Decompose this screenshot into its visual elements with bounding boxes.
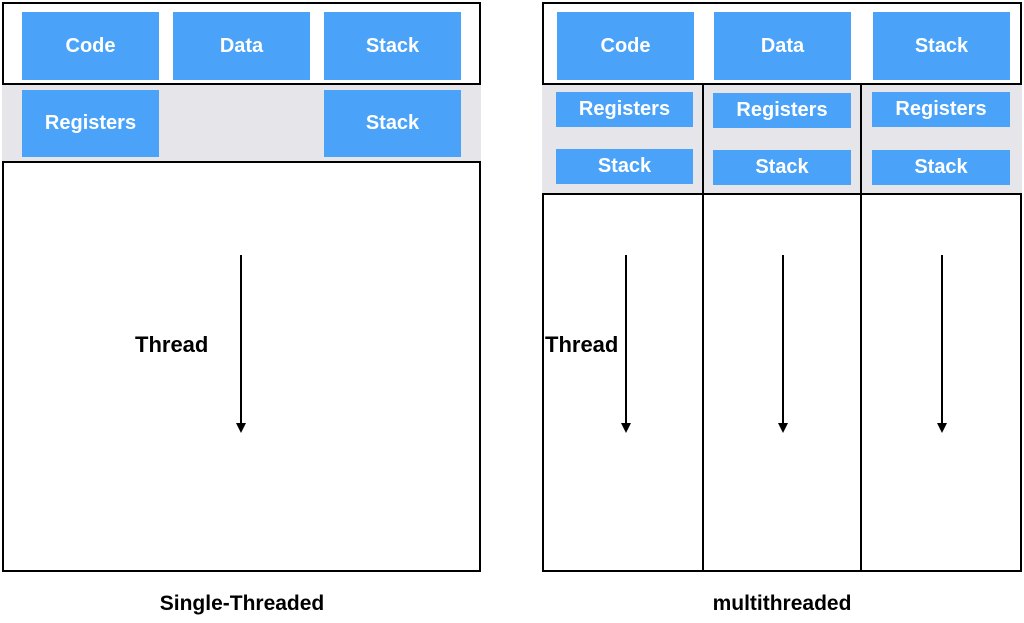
single-thread-arrowhead [236, 423, 246, 433]
single-threaded-caption: Single-Threaded [159, 592, 325, 615]
multi-thread2-registers-block: Registers [713, 93, 851, 128]
single-code-block: Code [22, 12, 159, 80]
single-registers-block: Registers [22, 90, 159, 157]
single-thread-stack-block: Stack [324, 90, 461, 157]
multi-thread2-arrow [782, 255, 784, 423]
multi-thread-divider-2 [860, 84, 862, 572]
multi-thread3-stack-block: Stack [872, 150, 1010, 185]
single-stack-block: Stack [324, 12, 461, 80]
multi-stack-block: Stack [873, 12, 1010, 80]
multi-thread2-stack-block: Stack [713, 150, 851, 185]
multi-thread1-stack-block: Stack [556, 149, 693, 184]
multi-thread1-arrowhead [621, 423, 631, 433]
multi-thread3-arrow [941, 255, 943, 423]
multi-thread1-registers-block: Registers [556, 92, 693, 127]
single-thread-label: Thread [135, 332, 209, 357]
multi-thread1-arrow [625, 255, 627, 423]
multi-thread3-registers-block: Registers [872, 92, 1010, 127]
multi-thread-label: Thread [545, 332, 619, 357]
multi-thread-divider-1 [702, 84, 704, 572]
multi-code-block: Code [557, 12, 694, 80]
multi-data-block: Data [714, 12, 851, 80]
multi-thread2-arrowhead [778, 423, 788, 433]
multi-thread3-arrowhead [937, 423, 947, 433]
single-thread-arrow [240, 255, 242, 423]
multithreaded-caption: multithreaded [712, 592, 852, 615]
single-data-block: Data [173, 12, 310, 80]
